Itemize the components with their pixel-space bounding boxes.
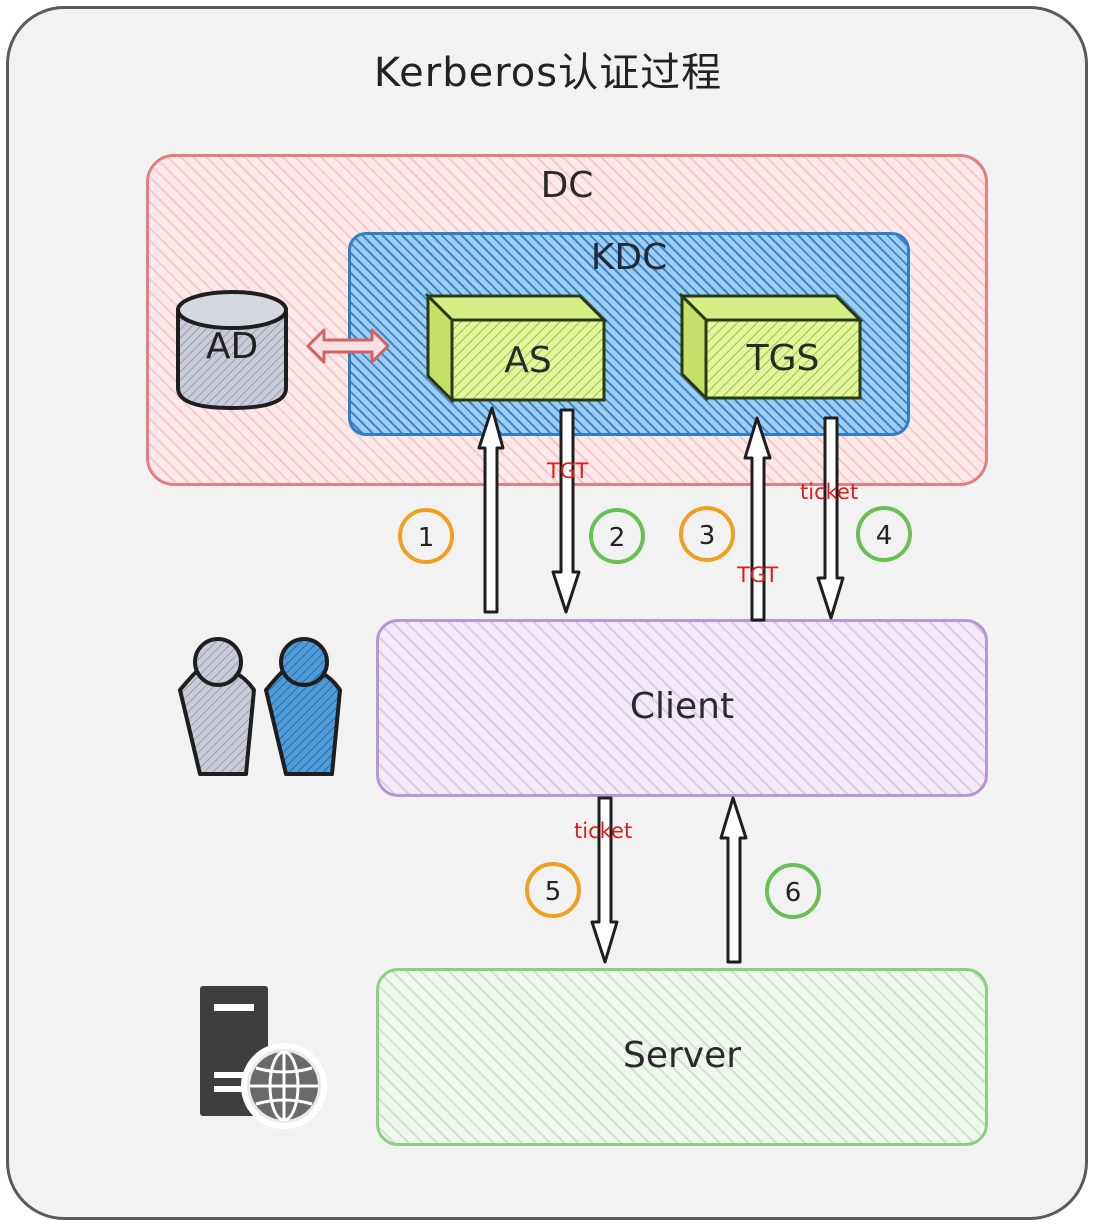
server-globe-icon <box>200 986 327 1129</box>
users-icon <box>178 637 342 776</box>
dc-label: DC <box>540 165 594 206</box>
arrow-label-tgt-client: TGT <box>737 563 779 587</box>
step-4-circle <box>856 506 912 562</box>
server-label: Server <box>622 1035 742 1076</box>
client-box: Client <box>376 619 988 797</box>
arrow-step-2-down <box>551 408 581 614</box>
step-2-label: 2 <box>609 523 626 553</box>
double-arrow-icon <box>306 328 390 364</box>
ad-label: AD <box>206 326 258 367</box>
as-label: AS <box>504 340 551 381</box>
step-1-circle <box>398 508 454 564</box>
client-label: Client <box>629 686 735 727</box>
step-6-circle <box>765 863 821 919</box>
step-5-label: 5 <box>545 877 562 907</box>
arrow-step-4-down <box>816 416 845 620</box>
step-5-circle <box>525 862 581 918</box>
arrow-step-6-up <box>719 796 748 964</box>
arrow-step-3-up <box>743 416 772 622</box>
step-1-label: 1 <box>418 523 435 553</box>
arrow-step-1-up <box>477 406 505 614</box>
diagram-title: Kerberos认证过程 <box>373 50 723 96</box>
tgs-box: TGS <box>678 292 864 402</box>
arrow-label-tgt-as: TGT <box>547 459 589 483</box>
tgs-label: TGS <box>746 338 820 379</box>
arrow-label-ticket-tgs: ticket <box>800 480 859 504</box>
arrow-step-5-down <box>590 796 619 964</box>
step-2-circle <box>589 508 645 564</box>
as-box: AS <box>424 292 608 404</box>
arrow-label-ticket-server: ticket <box>574 819 633 843</box>
step-6-label: 6 <box>785 878 802 908</box>
server-box: Server <box>376 968 988 1146</box>
database-icon: AD <box>176 290 288 411</box>
kdc-label: KDC <box>590 237 668 278</box>
step-3-label: 3 <box>699 521 716 551</box>
step-3-circle <box>679 506 735 562</box>
step-4-label: 4 <box>876 521 893 551</box>
